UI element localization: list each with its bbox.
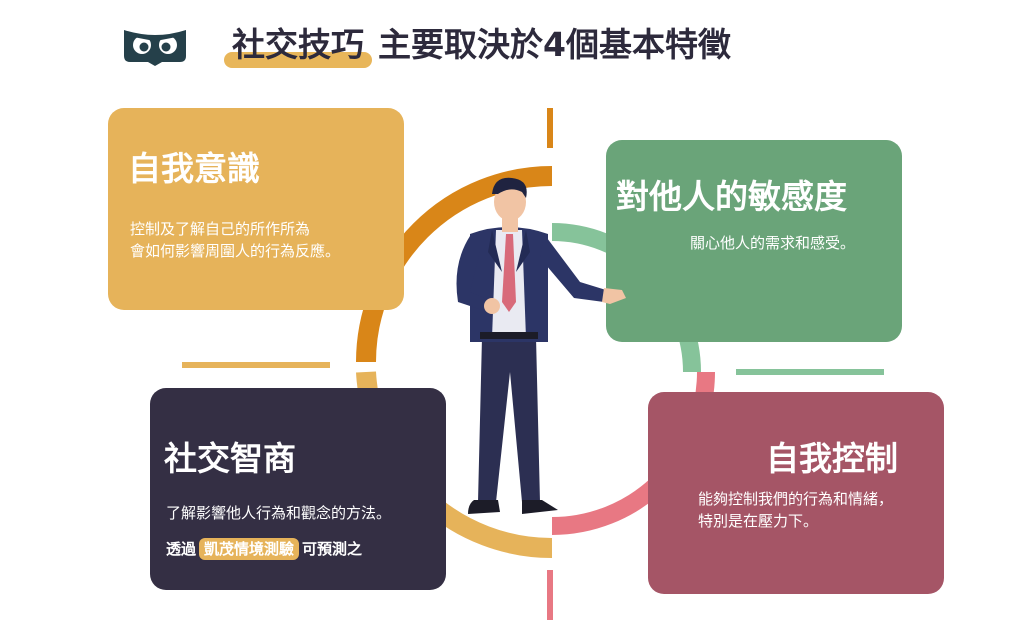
card-title: 自我控制	[766, 439, 898, 478]
card-title: 對他人的敏感度	[616, 177, 847, 216]
title-rest: 主要取決於4個基本特徵	[378, 25, 731, 64]
card-text-line2: 特別是在壓力下。	[698, 512, 819, 530]
card-text-line2: 透過凱茂情境測驗可預測之	[166, 538, 362, 560]
businessman-presenting-icon	[456, 177, 626, 514]
title-highlight: 社交技巧	[224, 18, 372, 68]
card-social-iq: 社交智商 了解影響他人行為和觀念的方法。 透過凱茂情境測驗可預測之	[150, 388, 446, 590]
card-text-line1: 了解影響他人行為和觀念的方法。	[166, 504, 392, 522]
card-text-line1: 關心他人的需求和感受。	[690, 234, 856, 252]
assessment-highlight: 凱茂情境測驗	[199, 538, 300, 560]
card-self-control: 自我控制 能夠控制我們的行為和情緒， 特別是在壓力下。	[648, 392, 944, 594]
card-title: 社交智商	[164, 439, 296, 478]
card-sensitivity: 對他人的敏感度 關心他人的需求和感受。	[606, 140, 902, 342]
card-self-awareness: 自我意識 控制及了解自己的所作所為 會如何影響周圍人的行為反應。	[108, 108, 404, 310]
card-text-line1: 能夠控制我們的行為和情緒，	[698, 490, 894, 508]
line2-suffix: 可預測之	[302, 540, 363, 558]
card-text-line2: 會如何影響周圍人的行為反應。	[130, 242, 341, 260]
owl-logo-icon	[124, 30, 186, 66]
card-text-line1: 控制及了解自己的所作所為	[130, 220, 311, 238]
line2-prefix: 透過	[166, 540, 197, 558]
card-title: 自我意識	[128, 149, 260, 188]
page-title: 社交技巧 主要取決於4個基本特徵	[224, 14, 731, 70]
